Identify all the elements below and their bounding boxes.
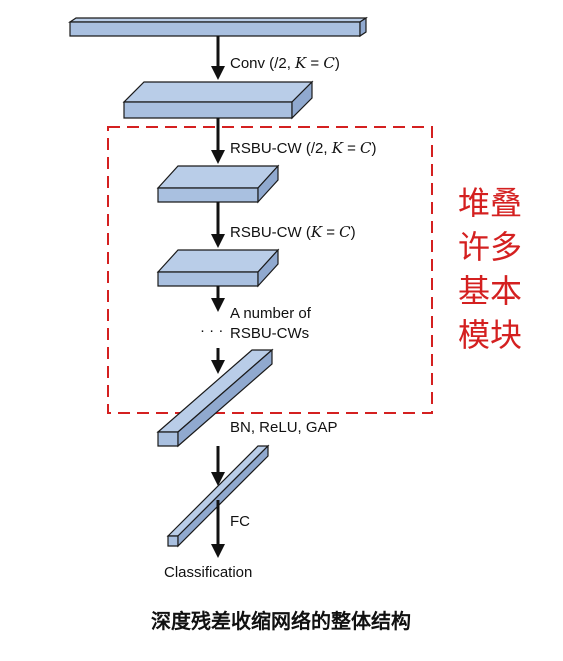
arrow-conv-to-rsbu1: [211, 118, 225, 164]
stacked-blocks-box: [107, 126, 433, 414]
fc-layer-slab: [166, 444, 270, 548]
rsbu-cws-label: RSBU-CWs: [230, 325, 309, 342]
annotation-line-2: 许多: [458, 228, 522, 266]
arrow-rsbu2-to-many: [211, 286, 225, 312]
arrow-many-to-bn: [211, 348, 225, 374]
arrow-input-to-conv: [211, 36, 225, 80]
arrow-rsbu1-to-rsbu2: [211, 202, 225, 248]
conv-layer-slab: [122, 80, 314, 120]
rsbu-cw-slab-2: [156, 248, 280, 288]
figure-caption: 深度残差收缩网络的整体结构: [151, 609, 411, 633]
arrow-fc-to-output: [211, 500, 225, 558]
rsbu-cw-label: RSBU-CW (K = C): [230, 223, 356, 241]
bn-relu-gap-slab: [156, 348, 274, 448]
ellipsis-dots: · · ·: [200, 322, 223, 339]
bn-relu-gap-label: BN, ReLU, GAP: [230, 419, 338, 436]
conv-label: Conv (/2, K = C): [230, 54, 340, 72]
annotation-line-1: 堆叠: [458, 184, 522, 222]
input-layer-slab: [68, 16, 368, 38]
rsbu-cw-stride-label: RSBU-CW (/2, K = C): [230, 139, 377, 157]
fc-label: FC: [230, 513, 250, 530]
rsbu-cw-slab-1: [156, 164, 280, 204]
number-of-rsbu-label: A number of: [230, 305, 312, 322]
classification-label: Classification: [164, 564, 252, 581]
annotation-line-4: 模块: [458, 316, 522, 354]
arrow-bn-to-fc: [211, 446, 225, 486]
annotation-line-3: 基本: [458, 272, 522, 310]
